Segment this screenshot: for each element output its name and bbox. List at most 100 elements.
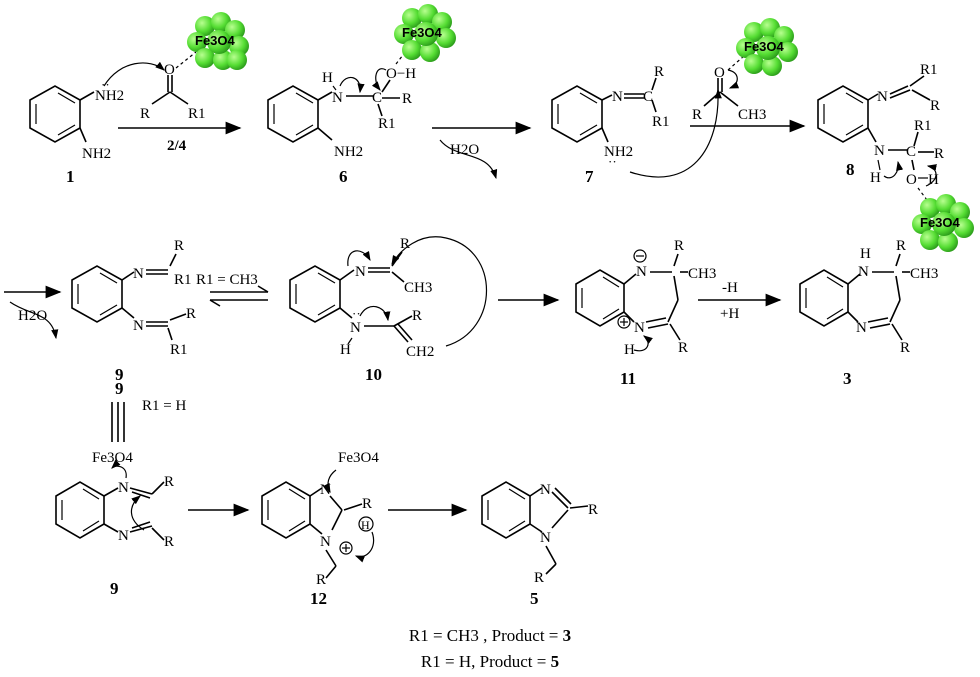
atom-n: N xyxy=(858,264,869,280)
compound-number: 9 xyxy=(115,365,124,384)
footer-condition: R1 = H, Product = xyxy=(420,652,551,671)
atom-n: N xyxy=(634,320,645,336)
atom-nh2: NH2 xyxy=(95,88,124,104)
compound-1: NH2 NH2 ·· 1 xyxy=(29,77,124,186)
atom-r: R xyxy=(930,98,940,114)
compound-number: 10 xyxy=(365,365,382,384)
atom-n: N xyxy=(320,534,331,550)
atom-h: H xyxy=(624,342,635,358)
atom-r: R xyxy=(140,106,150,122)
atom-c: C xyxy=(372,90,382,106)
atom-r: R xyxy=(896,238,906,254)
atom-ch3: CH3 xyxy=(688,266,716,282)
atom-h: H xyxy=(340,342,351,358)
atom-r1: R1 xyxy=(188,106,206,122)
atom-n: N xyxy=(636,264,647,280)
atom-r: R xyxy=(900,340,910,356)
atom-r: R xyxy=(934,146,944,162)
atom-ch3: CH3 xyxy=(738,107,766,123)
ketone-reagent: O R R1 xyxy=(103,51,206,122)
compound-10: N R CH3 N ·· H R CH2 10 xyxy=(289,236,488,384)
atom-r1: R1 xyxy=(914,118,932,134)
atom-n: N xyxy=(350,320,361,336)
compound-8: N R1 R N C R1 R O H H 8 xyxy=(817,62,944,205)
fe3o4-cluster: Fe3O4 xyxy=(187,12,249,70)
fe3o4-text: Fe3O4 xyxy=(338,450,379,466)
atom-r: R xyxy=(654,64,664,80)
atom-h: H xyxy=(870,170,881,186)
compound-5: N R N R 5 xyxy=(481,481,598,608)
atom-r: R xyxy=(316,572,326,588)
atom-r: R xyxy=(534,570,544,586)
fe3o4-cluster: Fe3O4 xyxy=(394,4,456,62)
fe3o4-label: Fe3O4 xyxy=(920,215,961,230)
atom-n: N xyxy=(118,528,129,544)
atom-o: O xyxy=(164,62,175,78)
condition-step1: 2/4 xyxy=(167,138,187,154)
compound-12: N Fe3O4 R H N R 12 xyxy=(261,450,379,608)
condition-r1-eq-ch3: R1 = CH3 xyxy=(196,272,258,288)
atom-oh: O−H xyxy=(386,66,416,82)
compound-11: N R CH3 R N H 11 xyxy=(575,238,716,388)
fe3o4-text: Fe3O4 xyxy=(92,450,133,466)
condition-r1-eq-h: R1 = H xyxy=(142,398,186,414)
compound-number: 3 xyxy=(843,369,852,388)
compound-6: N H C O−H R R1 NH2 6 xyxy=(267,45,416,186)
equilibrium-arrows xyxy=(209,285,269,307)
atom-n: N xyxy=(118,480,129,496)
footer-condition: R1 = CH3 , Product = xyxy=(408,626,563,645)
atom-r1: R1 xyxy=(170,342,188,358)
atom-n: N xyxy=(332,90,343,106)
compound-number: 5 xyxy=(530,589,539,608)
footer-line-1: R1 = CH3 , Product = 3 xyxy=(0,626,980,646)
atom-r1: R1 xyxy=(652,114,670,130)
atom-nh2: NH2 xyxy=(334,144,363,160)
atom-r1: R1 xyxy=(378,116,396,132)
atom-r: R xyxy=(186,306,196,322)
atom-n: N xyxy=(856,320,867,336)
atom-r1: R1 xyxy=(920,62,938,78)
footer-line-2: R1 = H, Product = 5 xyxy=(0,652,980,672)
condition-plus-h: +H xyxy=(720,306,739,322)
atom-n: N xyxy=(612,89,623,105)
condition-minus-h: -H xyxy=(722,280,738,296)
atom-r1: R1 xyxy=(174,272,192,288)
atom-o: O xyxy=(906,172,917,188)
compound-number: 12 xyxy=(310,589,327,608)
atom-r: R xyxy=(588,502,598,518)
compound-number: 9 xyxy=(110,579,119,598)
atom-r: R xyxy=(402,91,412,107)
compound-number: 6 xyxy=(339,167,348,186)
atom-n: N xyxy=(540,482,551,498)
footer-product: 3 xyxy=(562,626,572,645)
atom-r: R xyxy=(412,308,422,324)
atom-h: H xyxy=(928,172,939,188)
atom-ch3: CH3 xyxy=(910,266,938,282)
atom-ch2: CH2 xyxy=(406,344,434,360)
condition-water: H2O xyxy=(18,308,47,324)
atom-n: N xyxy=(877,89,888,105)
atom-r: R xyxy=(164,474,174,490)
svg-text:··: ·· xyxy=(608,154,617,169)
atom-nh2: NH2 xyxy=(604,144,633,160)
atom-r: R xyxy=(678,340,688,356)
fe3o4-label: Fe3O4 xyxy=(402,25,443,40)
atom-o: O xyxy=(714,65,725,81)
atom-r: R xyxy=(400,236,410,252)
compound-number: 1 xyxy=(66,167,75,186)
compound-number: 7 xyxy=(585,167,594,186)
atom-r: R xyxy=(362,496,372,512)
compound-9-diimine: N R R1 R1 = CH3 N R R1 9 xyxy=(71,238,258,384)
fe3o4-label: Fe3O4 xyxy=(744,39,785,54)
footer-product: 5 xyxy=(550,652,560,671)
fe3o4-cluster: Fe3O4 xyxy=(736,18,798,76)
atom-h: H xyxy=(322,70,333,86)
atom-c: C xyxy=(643,89,653,105)
compound-9-fe3o4-complex: 9 R1 = H Fe3O4 N R N R 9 xyxy=(55,379,186,598)
atom-r: R xyxy=(674,238,684,254)
atom-n: N xyxy=(133,266,144,282)
atom-h: H xyxy=(361,518,370,532)
condition-water: H2O xyxy=(450,142,479,158)
compound-number: 11 xyxy=(620,369,636,388)
